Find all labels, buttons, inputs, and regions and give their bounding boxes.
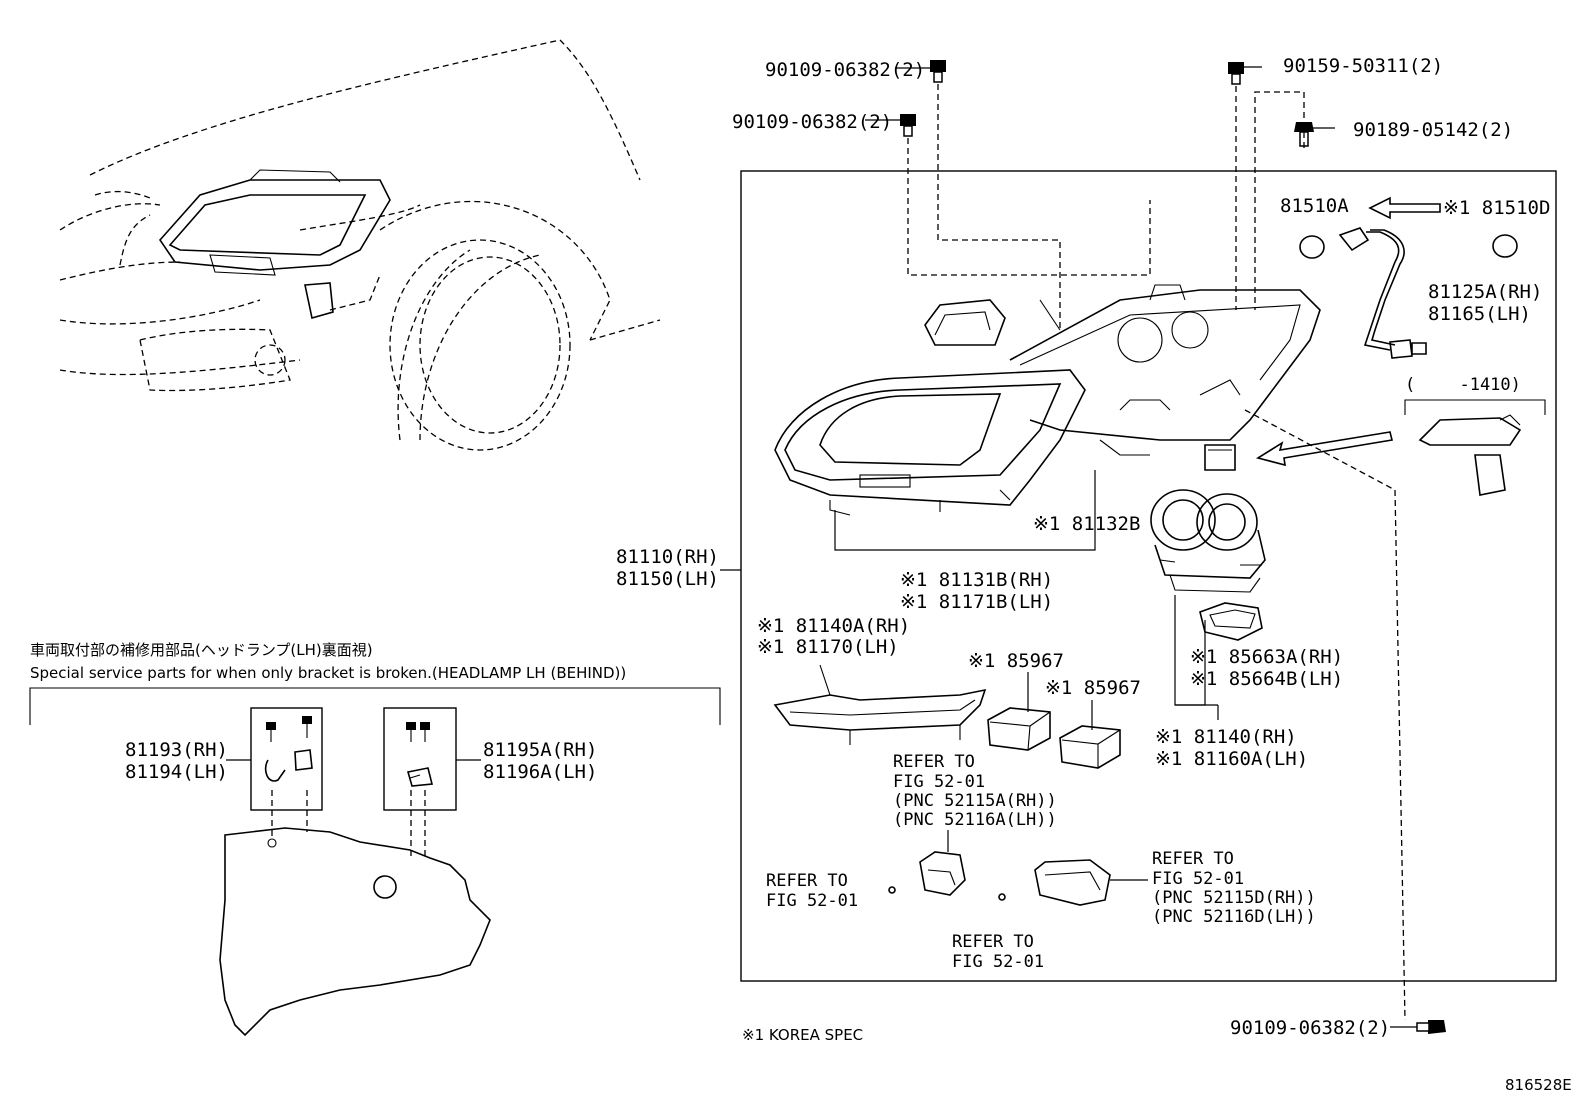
label-1410: ( -1410): [1405, 375, 1521, 395]
label-90109-top-1: 90109-06382(2): [765, 59, 925, 81]
label-81170: ※1 81170(LH): [757, 636, 899, 658]
service-note-japanese: 車両取付部の補修用部品(ヘッドランプ(LH)裏面視): [30, 641, 373, 659]
label-81193: 81193(RH): [125, 739, 228, 761]
bulb-socket-harness: [1299, 196, 1518, 359]
lower-bracket: [773, 664, 987, 745]
refer-to-4-line4: (PNC 52116D(LH)): [1152, 907, 1316, 927]
label-85663A: ※1 85663A(RH): [1190, 646, 1343, 668]
label-81510D: ※1 81510D: [1443, 197, 1550, 219]
label-81150: 81150(LH): [616, 568, 719, 590]
refer-to-1-line2: FIG 52-01: [893, 772, 985, 792]
label-85967-a: ※1 85967: [968, 650, 1064, 672]
label-81140A: ※1 81140A(RH): [757, 615, 910, 637]
refer-to-1-line3: (PNC 52115A(RH)): [893, 791, 1057, 811]
label-81140: ※1 81140(RH): [1155, 726, 1297, 748]
label-90189: 90189-05142(2): [1353, 119, 1513, 141]
label-81160A: ※1 81160A(LH): [1155, 748, 1308, 770]
label-81165: 81165(LH): [1428, 303, 1531, 325]
inset-early-model: [1255, 399, 1546, 496]
label-90159: 90159-50311(2): [1283, 55, 1443, 77]
bolt-bottom: [1390, 1020, 1446, 1034]
refer-to-3-line2: FIG 52-01: [952, 952, 1044, 972]
service-parts-section: [29, 687, 721, 1037]
label-81110: 81110(RH): [616, 546, 719, 568]
ref-bracket-1: [888, 830, 966, 896]
refer-to-4-line1: REFER TO: [1152, 849, 1234, 869]
ecu-module-1: [987, 707, 1051, 751]
service-note-english: Special service parts for when only brac…: [30, 664, 626, 682]
leveling-module: [1199, 602, 1263, 641]
projector-unit: [1150, 489, 1266, 593]
refer-to-4-line3: (PNC 52115D(RH)): [1152, 888, 1316, 908]
label-81131B: ※1 81131B(RH): [900, 569, 1053, 591]
label-81510A: 81510A: [1280, 195, 1349, 217]
label-90109-top-2: 90109-06382(2): [732, 111, 892, 133]
refer-to-2-line2: FIG 52-01: [766, 891, 858, 911]
ecu-module-2: [1059, 725, 1121, 769]
diagram-id: 816528E: [1505, 1076, 1572, 1094]
label-85664B: ※1 85664B(LH): [1190, 668, 1343, 690]
refer-to-3-line1: REFER TO: [952, 932, 1034, 952]
headlamp-assembly: [774, 284, 1321, 516]
korea-spec-note: ※1 KOREA SPEC: [742, 1026, 863, 1044]
ref-bracket-2: [998, 859, 1148, 906]
label-81125A: 81125A(RH): [1428, 281, 1542, 303]
label-81194: 81194(LH): [125, 761, 228, 783]
car-front-sketch: [59, 39, 661, 451]
label-81171B: ※1 81171B(LH): [900, 591, 1053, 613]
refer-to-2-line1: REFER TO: [766, 871, 848, 891]
label-81132B: ※1 81132B: [1033, 513, 1140, 535]
label-81196A: 81196A(LH): [483, 761, 597, 783]
label-85967-b: ※1 85967: [1045, 677, 1141, 699]
main-assembly-box: [740, 170, 1557, 982]
fasteners-top: [865, 60, 1335, 330]
refer-to-1-line4: (PNC 52116A(LH)): [893, 810, 1057, 830]
label-81195A: 81195A(RH): [483, 739, 597, 761]
refer-to-4-line2: FIG 52-01: [1152, 869, 1244, 889]
label-90109-bottom: 90109-06382(2): [1230, 1017, 1390, 1039]
refer-to-1-line1: REFER TO: [893, 752, 975, 772]
